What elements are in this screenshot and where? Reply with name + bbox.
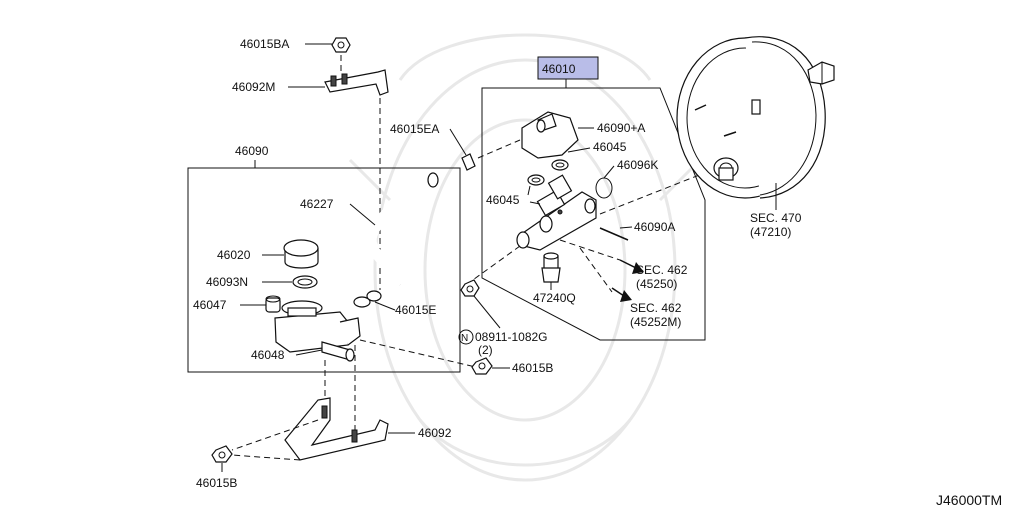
callout-47240q: 47240Q <box>533 291 576 305</box>
callout-46047: 46047 <box>193 298 227 312</box>
callout-46015b-right: 46015B <box>512 361 553 375</box>
callout-sec462-a: SEC. 462 <box>636 263 688 277</box>
callout-sec470: SEC. 470 <box>750 211 802 225</box>
sensor-47240q <box>541 252 561 283</box>
hose-46227 <box>365 172 439 287</box>
callout-46090a-plus: 46090+A <box>597 121 645 135</box>
callout-46045-lower: 46045 <box>486 193 520 207</box>
callout-sec470-sub: (47210) <box>750 225 791 239</box>
clip-46015ea <box>461 153 476 171</box>
pin-46090a <box>599 227 629 241</box>
hose-46048 <box>321 341 355 362</box>
bracket-46092 <box>284 397 389 461</box>
callout-46015e: 46015E <box>395 303 436 317</box>
nut-08911-1082g <box>460 279 480 297</box>
callout-sec462-a-sub: (45250) <box>636 277 677 291</box>
master-cylinder-body <box>516 174 597 251</box>
cap-46020 <box>283 239 319 269</box>
callout-46092m: 46092M <box>232 80 275 94</box>
bracket-46092m <box>324 69 389 96</box>
callout-46045-upper: 46045 <box>593 140 627 154</box>
callout-46010: 46010 <box>542 62 576 76</box>
nut-prefix-label: N <box>461 333 468 344</box>
part-number-n-symbol: N <box>458 329 474 345</box>
callout-nut-qty: (2) <box>478 343 493 357</box>
callout-46020: 46020 <box>217 248 251 262</box>
grommet-46045-upper <box>551 159 569 171</box>
callout-46090a: 46090A <box>634 220 675 234</box>
callout-46227: 46227 <box>300 197 334 211</box>
reservoir-tank <box>274 300 361 353</box>
arrow-sec462-a <box>619 259 644 274</box>
callout-46015ea: 46015EA <box>390 122 439 136</box>
clamp-46015e <box>353 290 382 308</box>
watermark-emblem <box>348 33 702 482</box>
grommet-46045-lower <box>527 174 545 186</box>
grommet-46047 <box>265 295 281 313</box>
callout-46048: 46048 <box>251 348 285 362</box>
reservoir-group-box <box>187 167 461 373</box>
callout-46015b-left: 46015B <box>196 476 237 490</box>
callout-46092: 46092 <box>418 426 452 440</box>
callout-46096k: 46096K <box>617 158 658 172</box>
nut-46015b-left <box>211 445 233 463</box>
callout-46015ba: 46015BA <box>240 37 289 51</box>
diagram-code: J46000TM <box>936 492 1002 508</box>
callout-08911-1082g: 08911-1082G <box>475 330 548 344</box>
callout-46093n: 46093N <box>206 275 248 289</box>
callout-46010-highlight <box>537 56 599 80</box>
callout-sec462-b-sub: (45252M) <box>630 315 681 329</box>
reservoir-46090a <box>521 111 579 159</box>
bolt-46015ba <box>331 37 351 53</box>
callout-46090: 46090 <box>235 144 269 158</box>
callout-sec462-b: SEC. 462 <box>630 301 682 315</box>
arrow-sec462-b <box>611 287 632 302</box>
master-cylinder-group-box <box>481 87 706 341</box>
strainer-46093n <box>292 275 318 289</box>
brake-booster <box>676 36 835 199</box>
nut-46015b-right <box>471 357 493 375</box>
